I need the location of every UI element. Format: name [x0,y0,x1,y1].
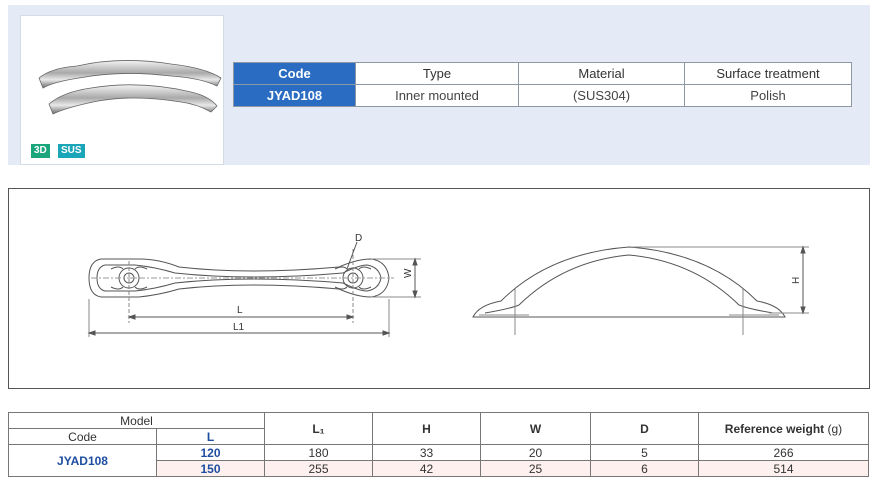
product-photo: 3D SUS [20,15,224,165]
spec-surface-value: Polish [684,84,852,107]
d-cell: 5 [590,444,699,461]
l-cell: 120 [156,444,265,461]
weight-unit: (g) [827,421,843,436]
spec-header-row: Code Type Material Surface treatment [233,62,852,85]
l-cell: 150 [156,460,265,477]
dimension-header-row-2: Code L [8,428,869,445]
spec-table: Code Type Material Surface treatment JYA… [233,62,852,107]
code-header: Code [8,428,157,445]
l1-header: L₁ [264,412,373,445]
spec-value-row: JYAD108 Inner mounted (SUS304) Polish [233,84,852,107]
3d-badge: 3D [31,144,50,158]
spec-material-value: (SUS304) [518,84,685,107]
table-row: 150 255 42 25 6 514 [9,460,869,477]
w-header: W [480,412,591,445]
l-header: L [156,428,265,445]
spec-header-surface: Surface treatment [684,62,852,85]
technical-drawing: D W L L1 H [8,188,870,389]
h-dimension-label: H [791,277,802,284]
h-header: H [372,412,481,445]
l1-cell: 180 [264,444,373,461]
sus-badge: SUS [58,144,85,158]
d-dimension-label: D [355,233,362,244]
l-dimension-label: L [237,305,243,316]
weight-header-label: Reference weight [724,421,825,436]
l1-dimension-label: L1 [233,322,245,333]
code-cell: JYAD108 [8,444,157,477]
h-cell: 42 [372,460,481,477]
weight-cell: 514 [698,460,869,477]
h-cell: 33 [372,444,481,461]
model-header: Model [8,412,265,429]
spec-code-value: JYAD108 [233,84,356,107]
spec-type-value: Inner mounted [355,84,519,107]
handle-photo-illustration [38,60,222,115]
spec-header-type: Type [355,62,519,85]
spec-header-material: Material [518,62,685,85]
top-view [87,241,421,337]
table-row: JYAD108 120 180 33 20 5 266 [8,444,869,477]
d-cell: 6 [590,460,699,477]
d-header: D [590,412,699,445]
dimension-header-row-1: Model L₁ H W D Reference weight (g) [8,412,869,445]
dimension-table: Model L₁ H W D Reference weight (g) Code… [8,412,869,477]
w-dimension-label: W [403,268,414,278]
weight-header: Reference weight (g) [698,412,869,445]
side-view [472,245,809,335]
spec-header-code: Code [233,62,356,85]
weight-cell: 266 [698,444,869,461]
l1-cell: 255 [264,460,373,477]
w-cell: 25 [480,460,591,477]
w-cell: 20 [480,444,591,461]
drawing-canvas: D W L L1 H [87,233,809,337]
